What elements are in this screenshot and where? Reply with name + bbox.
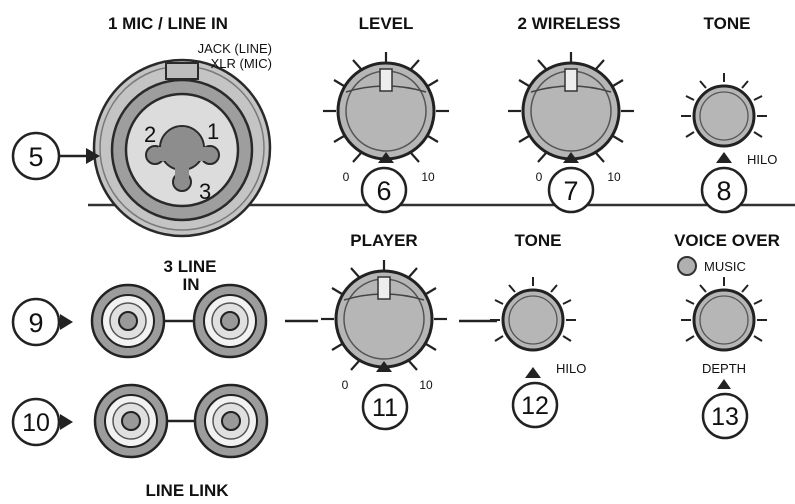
level-scale-min: 0 [343,170,350,184]
svg-text:11: 11 [372,394,398,422]
tone-mid-hilo-label: HILO [556,361,586,376]
depth-index-arrow [717,379,731,389]
wireless-knob[interactable] [508,52,634,163]
level-knob-pointer [379,68,393,92]
callout-8: 8 [700,166,748,214]
line-in-rca-right[interactable] [192,283,268,359]
xlr-pin-cluster [145,125,220,192]
tone-top-index-arrow [716,152,732,163]
music-label: MUSIC [704,259,746,274]
player-knob-pointer [377,276,391,300]
music-led-indicator [677,256,697,276]
xlr-mic-label: XLR (MIC) [211,56,272,71]
svg-text:10: 10 [22,409,50,437]
svg-text:8: 8 [716,176,731,206]
wireless-heading: 2 WIRELESS [518,14,621,33]
combo-jack-latch [165,62,199,80]
level-knob-ticks [323,52,449,163]
wireless-scale-max: 10 [607,170,621,184]
wireless-knob-ticks [508,52,634,163]
tone-knob-top[interactable] [681,73,767,163]
voice-over-heading: VOICE OVER [674,231,780,250]
line-link-heading: LINE LINK [145,481,229,500]
tone-mid-heading: TONE [515,231,562,250]
line-in-rca-left[interactable] [90,283,166,359]
mic-line-in-heading: 1 MIC / LINE IN [108,14,228,33]
mic-line-combo-jack[interactable]: 2 1 3 [92,58,272,238]
line-link-rca-left[interactable] [93,383,169,459]
callout-9: 9 [11,297,73,347]
callout-7: 7 [547,166,595,214]
callout-6: 6 [360,166,408,214]
svg-text:9: 9 [28,308,43,338]
player-knob-ticks [321,260,447,371]
tone-mid-ticks [490,277,576,342]
xlr-pin-3-label: 3 [199,179,211,204]
callout-12: 12 [511,381,559,429]
wireless-scale-min: 0 [536,170,543,184]
level-knob-index-arrow [378,152,394,163]
line-link-rca-right[interactable] [193,383,269,459]
svg-text:6: 6 [376,176,391,206]
line-in-heading-line2: IN [183,275,200,294]
callout-10: 10 [11,397,73,447]
wireless-knob-index-arrow [563,152,579,163]
jack-line-label: JACK (LINE) [198,41,272,56]
svg-text:5: 5 [28,142,43,172]
tone-top-ticks [681,73,767,138]
depth-label: DEPTH [702,361,746,376]
callout-5: 5 [11,131,100,181]
callout-13: 13 [701,392,749,440]
depth-knob-ticks [681,277,767,342]
level-knob[interactable] [323,52,449,163]
wireless-knob-pointer [564,68,578,92]
svg-text:13: 13 [711,403,739,431]
tone-mid-index-arrow [525,367,541,378]
player-knob[interactable] [321,260,447,372]
tone-knob-middle[interactable] [490,277,576,378]
tone-top-heading: TONE [704,14,751,33]
depth-knob[interactable] [681,277,767,352]
level-scale-max: 10 [421,170,435,184]
player-scale-max: 10 [419,378,433,392]
callout-11: 11 [361,383,409,431]
level-heading: LEVEL [359,14,414,33]
tone-top-hilo-label: HILO [747,152,777,167]
player-knob-index-arrow [376,361,392,372]
player-heading: PLAYER [350,231,417,250]
svg-text:7: 7 [563,176,578,206]
xlr-pin-1-label: 1 [207,119,219,144]
xlr-pin-2-label: 2 [144,122,156,147]
svg-text:12: 12 [521,392,549,420]
line-in-heading-line1: 3 LINE [164,257,217,276]
player-scale-min: 0 [342,378,349,392]
